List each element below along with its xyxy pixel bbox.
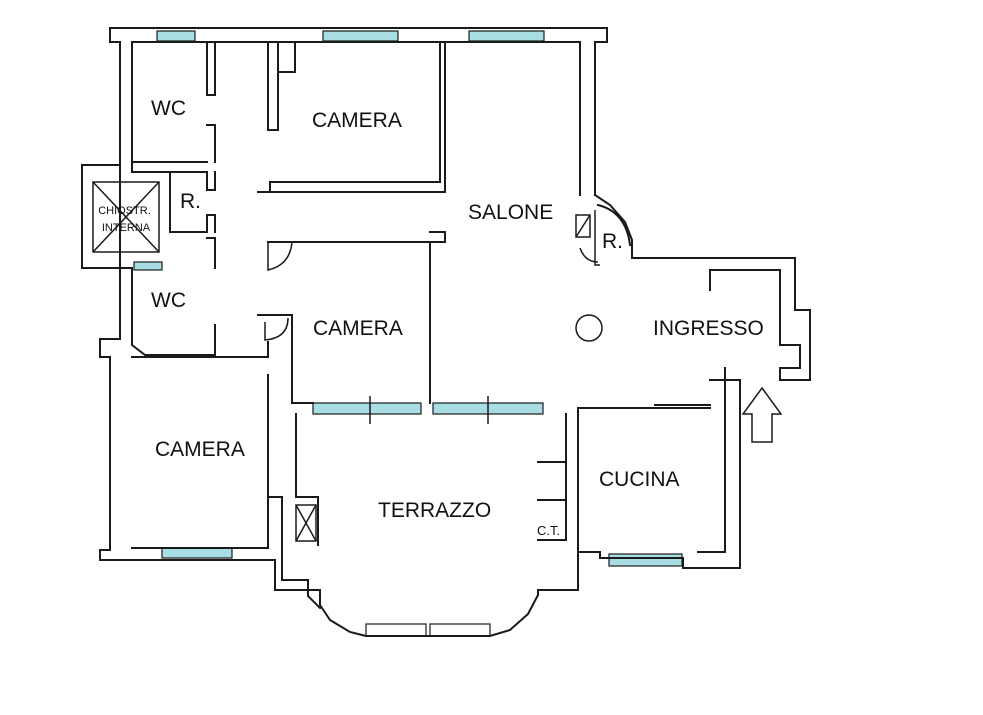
- outer-walls: [81, 27, 811, 637]
- up-arrow-icon: [741, 386, 783, 443]
- window: [133, 261, 163, 271]
- column-circle-icon: [575, 314, 603, 342]
- chiostrina-line-2: INTERNA: [102, 222, 151, 234]
- chiostrina-line-1: CHIOSTR.: [98, 205, 151, 217]
- room-label-ingresso: INGRESSO: [653, 317, 764, 340]
- room-label-camera-middle: CAMERA: [313, 317, 403, 340]
- room-label-camera-top: CAMERA: [312, 109, 402, 132]
- window: [312, 402, 422, 415]
- room-label-ct: C.T.: [537, 523, 560, 538]
- room-label-wc-top: WC: [151, 97, 186, 120]
- room-label-ripostiglio-left: R.: [180, 190, 201, 213]
- window: [161, 547, 233, 559]
- window: [156, 30, 196, 42]
- room-label-ripostiglio-right: R.: [602, 230, 623, 253]
- window: [468, 30, 545, 42]
- interior-walls: [119, 41, 711, 546]
- room-label-salone: SALONE: [468, 201, 553, 224]
- shaft-icon: [575, 214, 591, 238]
- ripostiglio-right: [579, 203, 632, 266]
- room-label-chiostrina: CHIOSTR. INTERNA: [98, 205, 154, 234]
- window: [322, 30, 399, 42]
- window: [608, 553, 683, 567]
- room-label-cucina: CUCINA: [599, 468, 680, 491]
- room-label-terrazzo: TERRAZZO: [378, 499, 491, 522]
- room-label-wc-bottom: WC: [151, 289, 186, 312]
- crossed-box-icon: [92, 181, 160, 253]
- room-label-camera-bottom: CAMERA: [155, 438, 245, 461]
- terrace-shaft-icon: [295, 504, 317, 542]
- windows: [133, 30, 683, 637]
- window: [429, 623, 491, 637]
- window: [365, 623, 427, 637]
